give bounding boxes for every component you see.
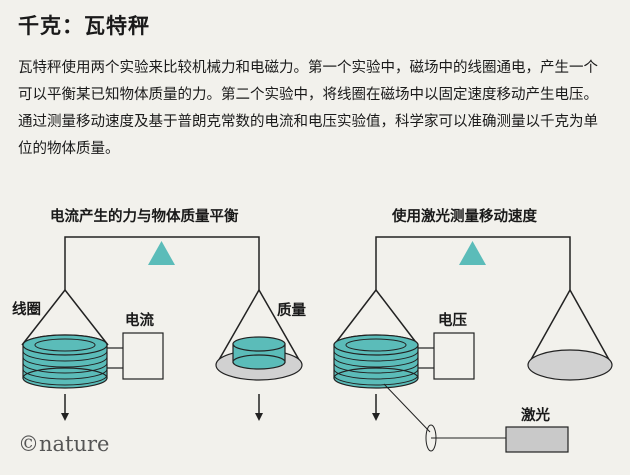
- mass-arrow-icon: [255, 413, 263, 421]
- right-pivot-icon: [459, 241, 486, 265]
- left-balance-beam: [64, 236, 260, 290]
- left-arrow-icon: [61, 413, 69, 421]
- mass-icon: [232, 336, 286, 370]
- current-supply-icon: [107, 332, 164, 380]
- empty-pan: [527, 349, 613, 381]
- left-heading: 电流产生的力与物体质量平衡: [50, 209, 239, 225]
- right-heading: 使用激光测量移动速度: [392, 209, 537, 225]
- laser-icon: [505, 426, 569, 453]
- right-balance-beam: [375, 236, 571, 290]
- page-title: 千克：瓦特秤: [18, 14, 150, 38]
- left-coil-icon: [22, 334, 108, 389]
- right-arrow-icon: [372, 413, 380, 421]
- voltage-label: 电压: [438, 313, 467, 329]
- mass-label: 质量: [277, 303, 306, 319]
- laser-label: 激光: [521, 408, 550, 424]
- description: 瓦特秤使用两个实验来比较机械力和电磁力。第一个实验中，磁场中的线圈通电，产生一个…: [18, 60, 598, 157]
- coil-label: 线圈: [12, 302, 41, 318]
- nature-logo: ©nature: [18, 432, 110, 456]
- right-coil-icon: [333, 334, 419, 389]
- left-pivot-icon: [148, 241, 175, 265]
- voltage-meter-icon: [418, 332, 475, 380]
- current-label: 电流: [125, 313, 154, 329]
